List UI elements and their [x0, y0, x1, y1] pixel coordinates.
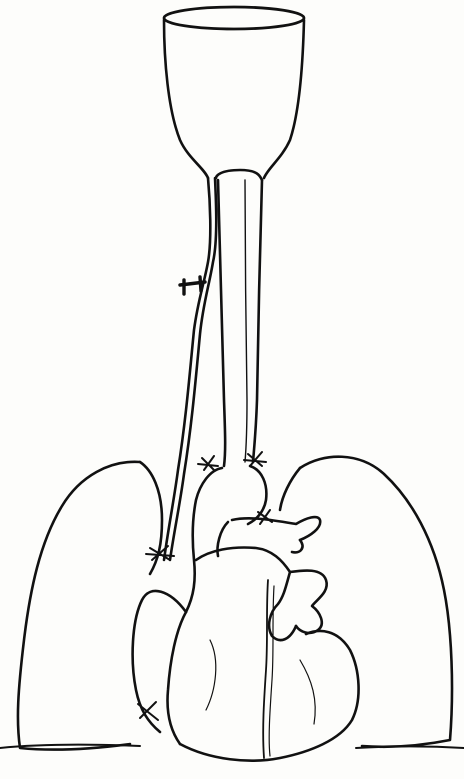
right-lung-icon [280, 457, 452, 747]
heart-icon [133, 466, 359, 761]
table-edge [0, 745, 464, 748]
clamp-icon [180, 277, 205, 294]
right-tube-icon [216, 170, 262, 466]
funnel-icon [164, 7, 304, 178]
left-tube-icon [164, 178, 216, 560]
